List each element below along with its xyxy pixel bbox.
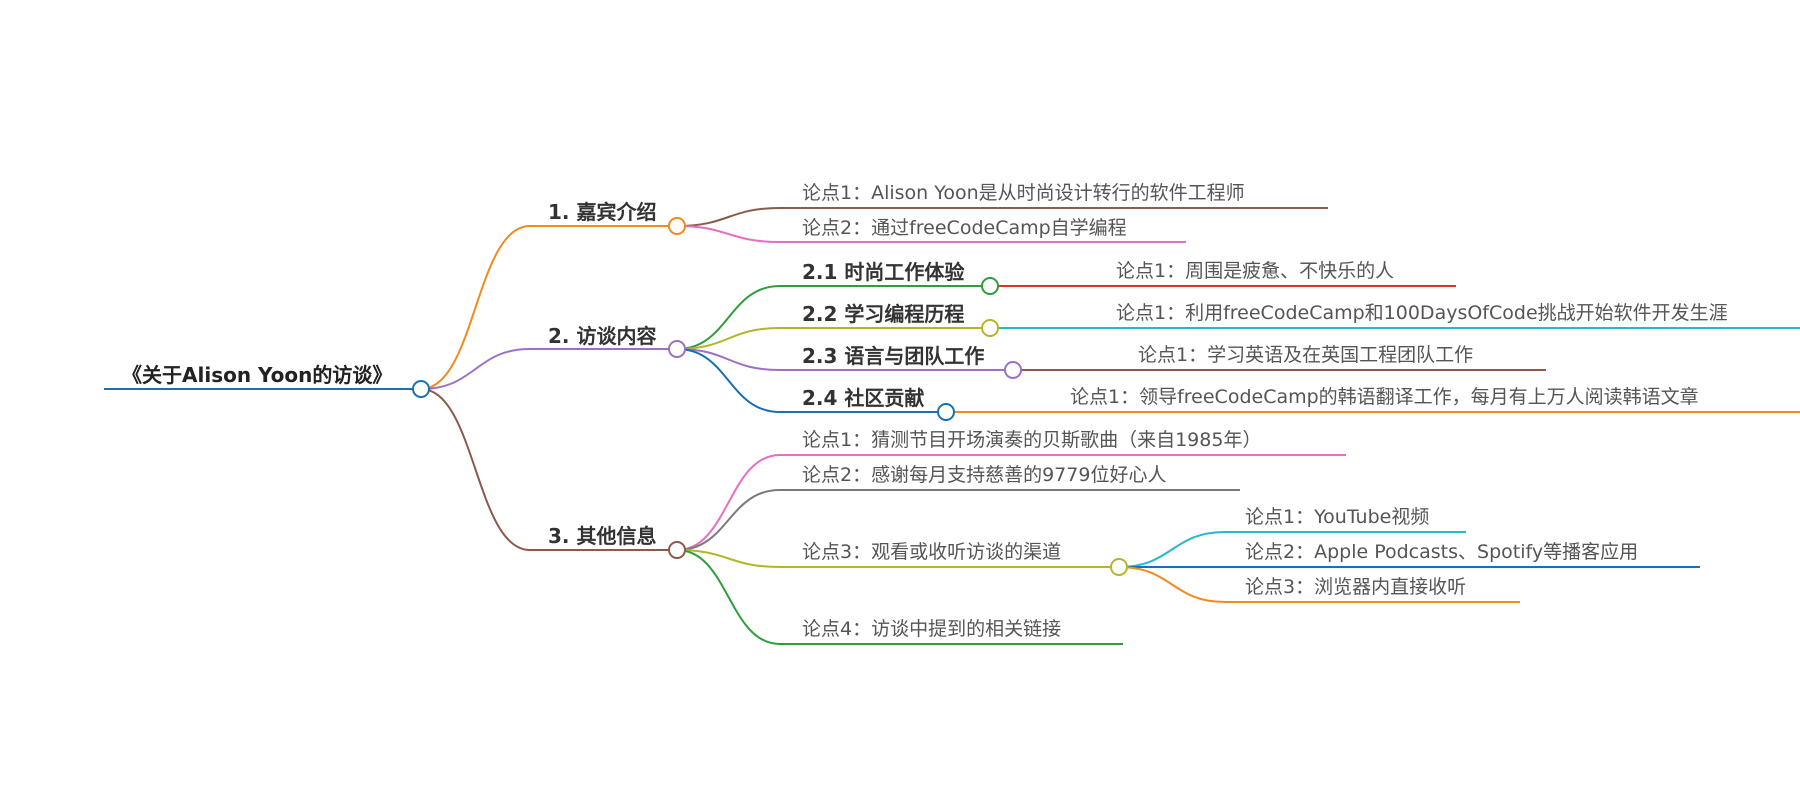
connector-3-2 xyxy=(676,489,781,551)
branch-3-point-4: 论点4：访谈中提到的相关链接 xyxy=(802,618,1062,640)
branch-3-point-3-sub-3: 论点3：浏览器内直接收听 xyxy=(1245,576,1467,598)
subtopic-2-4-collapse-node[interactable] xyxy=(937,403,955,421)
connector-3-3-3 xyxy=(1118,566,1226,603)
subtopic-2-1-label: 2.1 时尚工作体验 xyxy=(802,260,965,284)
connector-1-2 xyxy=(676,225,781,243)
connector-3-1 xyxy=(676,454,781,551)
connector-2-4 xyxy=(676,348,781,413)
subtopic-2-1-point-1: 论点1：周围是疲惫、不快乐的人 xyxy=(1116,260,1395,282)
branch-1-point-2: 论点2：通过freeCodeCamp自学编程 xyxy=(802,217,1127,239)
branch-3-point-3: 论点3：观看或收听访谈的渠道 xyxy=(802,541,1062,563)
branch-3-point-2: 论点2：感谢每月支持慈善的9779位好心人 xyxy=(802,464,1167,486)
branch-3-point-3-sub-1: 论点1：YouTube视频 xyxy=(1245,506,1430,528)
connector-2-2 xyxy=(676,327,781,350)
subtopic-2-4-point-1: 论点1：领导freeCodeCamp的韩语翻译工作，每月有上万人阅读韩语文章 xyxy=(1070,386,1699,408)
branch-3-point-3-sub-2: 论点2：Apple Podcasts、Spotify等播客应用 xyxy=(1245,541,1639,563)
subtopic-2-2-label: 2.2 学习编程历程 xyxy=(802,302,965,326)
branch-1-label: 1. 嘉宾介绍 xyxy=(548,200,657,224)
branch-3-point-1: 论点1：猜测节目开场演奏的贝斯歌曲（来自1985年） xyxy=(802,429,1262,451)
connector-3-3 xyxy=(676,549,781,568)
root-topic-label: 《关于Alison Yoon的访谈》 xyxy=(122,363,393,387)
subtopic-2-4-label: 2.4 社区贡献 xyxy=(802,386,925,410)
connector-2-1 xyxy=(676,285,781,350)
subtopic-2-3-label: 2.3 语言与团队工作 xyxy=(802,344,985,368)
branch-2-label: 2. 访谈内容 xyxy=(548,324,657,348)
branch-1-point-1: 论点1：Alison Yoon是从时尚设计转行的软件工程师 xyxy=(802,182,1245,204)
connector-branch-1 xyxy=(420,225,531,390)
connector-branch-2 xyxy=(420,348,531,390)
root-collapse-node[interactable] xyxy=(412,380,430,398)
subtopic-2-1-collapse-node[interactable] xyxy=(981,277,999,295)
connector-2-3 xyxy=(676,348,781,371)
connector-branch-3 xyxy=(420,388,531,551)
subtopic-2-2-collapse-node[interactable] xyxy=(981,319,999,337)
branch-2-collapse-node[interactable] xyxy=(668,340,686,358)
connector-1-1 xyxy=(676,207,781,227)
branch-3-label: 3. 其他信息 xyxy=(548,524,657,548)
connector-3-3-1 xyxy=(1118,531,1226,568)
subtopic-2-3-collapse-node[interactable] xyxy=(1004,361,1022,379)
subtopic-2-3-point-1: 论点1：学习英语及在英国工程团队工作 xyxy=(1138,344,1474,366)
connector-3-4 xyxy=(676,549,781,645)
subtopic-2-2-point-1: 论点1：利用freeCodeCamp和100DaysOfCode挑战开始软件开发… xyxy=(1116,302,1728,324)
branch-1-collapse-node[interactable] xyxy=(668,217,686,235)
branch-3-point-3-collapse-node[interactable] xyxy=(1110,558,1128,576)
branch-3-collapse-node[interactable] xyxy=(668,541,686,559)
